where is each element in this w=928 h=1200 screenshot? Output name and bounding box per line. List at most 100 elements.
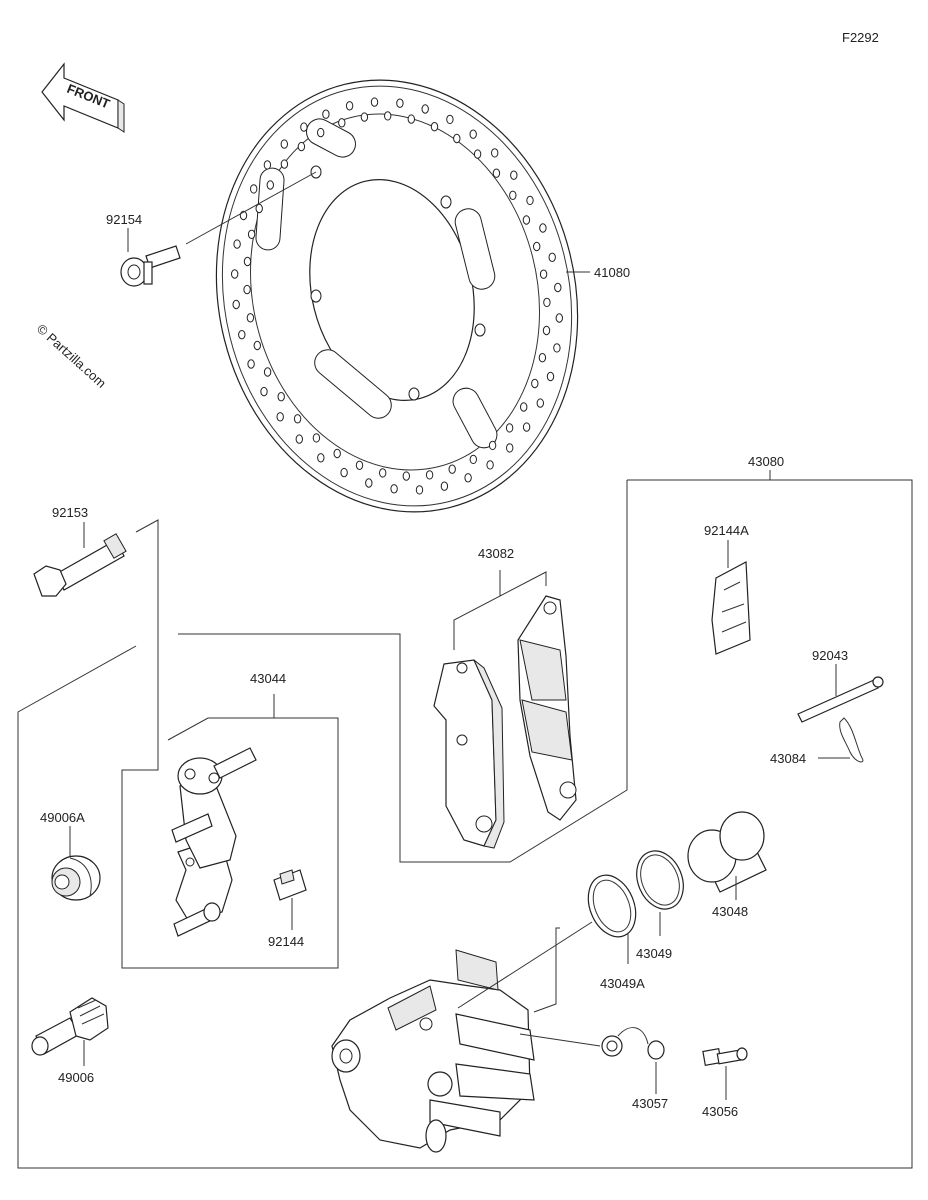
dust-seal-43049a[interactable] (580, 868, 645, 944)
drill-hole (522, 215, 531, 225)
drill-hole (246, 313, 255, 323)
caliper-bracket-43044[interactable] (171, 747, 257, 937)
drill-hole (548, 252, 556, 262)
drill-hole (243, 256, 252, 267)
figure-code: F2292 (842, 30, 879, 45)
drill-hole (453, 133, 461, 144)
drill-hole (546, 371, 555, 382)
drill-hole (297, 141, 306, 152)
drill-hole (430, 122, 439, 132)
drill-hole (370, 97, 379, 107)
label-49006: 49006 (58, 1070, 94, 1085)
drill-hole (280, 139, 288, 149)
boot-49006a[interactable] (51, 855, 101, 901)
caliper-body[interactable] (331, 949, 535, 1153)
drill-hole (255, 203, 263, 214)
drill-hole (263, 367, 272, 377)
pad-spring-92144a[interactable] (711, 561, 751, 655)
drill-hole (345, 101, 354, 111)
drill-hole (553, 343, 561, 353)
drill-hole (266, 180, 274, 190)
drill-hole (277, 392, 285, 402)
drill-hole (365, 478, 373, 488)
drill-hole (379, 468, 387, 478)
drill-hole (492, 168, 501, 178)
drill-hole (250, 184, 258, 194)
drill-hole (390, 484, 398, 494)
label-43049: 43049 (636, 946, 672, 961)
label-92153: 92153 (52, 505, 88, 520)
drill-hole (333, 448, 341, 459)
drill-hole (539, 223, 547, 233)
drill-hole (238, 330, 246, 340)
label-43044: 43044 (250, 671, 286, 686)
drill-hole (402, 471, 410, 481)
drill-hole (322, 109, 330, 119)
label-43084: 43084 (770, 751, 806, 766)
drill-hole (293, 414, 302, 424)
drill-hole (232, 299, 240, 310)
drill-hole (384, 111, 392, 121)
drill-hole (509, 190, 517, 201)
drill-hole (538, 353, 547, 363)
drill-hole (340, 467, 348, 478)
drill-hole (247, 359, 255, 369)
drill-hole (555, 313, 563, 323)
drill-hole (276, 412, 284, 422)
drill-hole (260, 386, 268, 397)
drill-hole (425, 470, 434, 480)
drill-hole (233, 239, 241, 249)
caliper-bolt-92153[interactable] (33, 533, 127, 597)
drill-hole (295, 434, 303, 444)
drill-hole (312, 433, 321, 443)
piston-43048[interactable] (687, 811, 767, 893)
bleeder-valve-43056[interactable] (702, 1047, 748, 1066)
drill-hole (488, 440, 497, 451)
drill-hole (510, 170, 518, 180)
drill-hole (543, 297, 551, 308)
slide-pin-49006[interactable] (31, 997, 109, 1056)
brake-pads-43082[interactable] (433, 595, 577, 849)
drill-hole (469, 454, 477, 465)
drill-hole (407, 114, 415, 124)
label-92144a: 92144A (704, 523, 749, 538)
pad-pin-92043[interactable] (797, 676, 884, 723)
label-43057: 43057 (632, 1096, 668, 1111)
drill-hole (360, 112, 369, 122)
label-43048: 43048 (712, 904, 748, 919)
drill-hole (486, 460, 494, 470)
drill-hole (522, 422, 531, 432)
label-43049a: 43049A (600, 976, 645, 991)
drill-hole (317, 127, 325, 138)
piston-seal-43049[interactable] (628, 844, 691, 916)
brake-disc-41080[interactable] (172, 41, 623, 550)
bleeder-cap-43057[interactable] (601, 1027, 665, 1060)
drill-hole (506, 443, 514, 453)
label-43056: 43056 (702, 1104, 738, 1119)
label-92154: 92154 (106, 212, 142, 227)
drill-hole (440, 481, 449, 491)
drill-hole (243, 284, 251, 295)
drill-hole (415, 485, 424, 495)
drill-hole (473, 149, 482, 159)
label-49006a: 49006A (40, 810, 85, 825)
pin-clip-43084[interactable] (839, 717, 864, 763)
drill-hole (317, 453, 325, 463)
drill-hole (491, 148, 499, 158)
drill-hole (505, 423, 514, 433)
drill-hole (446, 114, 454, 125)
drill-hole (396, 98, 404, 108)
label-92144: 92144 (268, 934, 304, 949)
drill-hole (464, 473, 472, 483)
drill-hole (469, 129, 477, 139)
label-43082: 43082 (478, 546, 514, 561)
drill-hole (355, 460, 364, 470)
drill-hole (231, 269, 239, 279)
disc-bolt-92154[interactable] (120, 245, 181, 287)
drill-hole (300, 122, 308, 132)
bracket-spring-92144[interactable] (273, 869, 307, 901)
drill-hole (533, 241, 541, 252)
label-41080: 41080 (594, 265, 630, 280)
disc-drill-holes (231, 97, 563, 495)
